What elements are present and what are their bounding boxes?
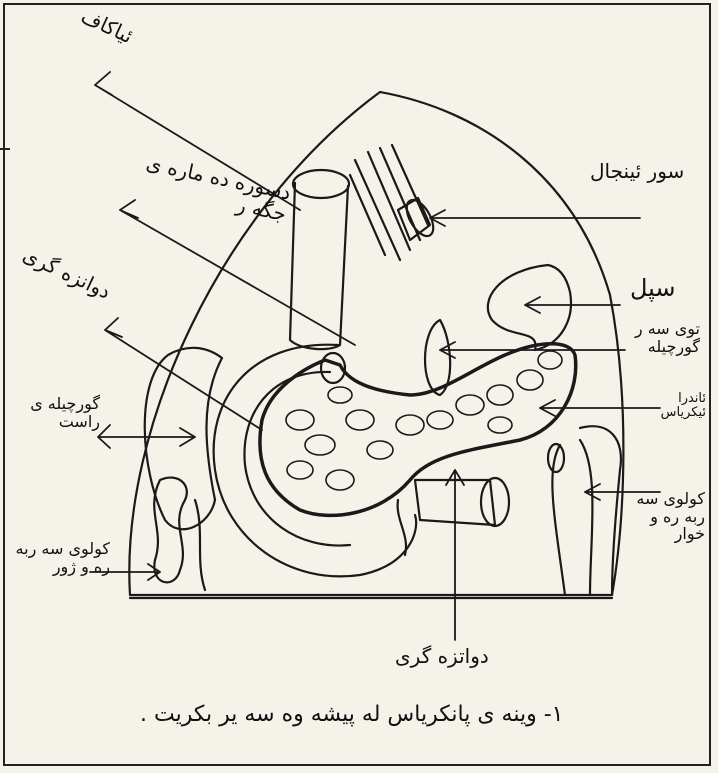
- aorta-opening: [293, 170, 349, 198]
- figure-caption: ۱- وینه ی پانکریاس له پیشه وه سه یر بکری…: [140, 703, 563, 727]
- label-kidney-top: توی سه ر گورچیله: [620, 320, 700, 355]
- label-colon-left: کولوی سه ربه ره و خوار: [615, 490, 705, 543]
- pointer-duodenum-mouth: [120, 200, 355, 345]
- label-jejunum: دواتزه گری: [395, 645, 489, 667]
- pointer-jejunum: [446, 470, 464, 640]
- diaphragm-hatch: [350, 145, 428, 260]
- label-adrenal: سور ئینجال: [590, 160, 684, 182]
- label-colon-right: کولوی سه ربه ره و ژور: [15, 540, 110, 575]
- label-pancreas-islets: ئاندرا ئیکریاس: [640, 392, 706, 421]
- colon-left: [552, 440, 592, 595]
- label-left-kidney: گورچیله ی راست: [20, 395, 100, 430]
- label-spleen: سپل: [630, 275, 676, 301]
- pointer-adrenal: [430, 210, 640, 226]
- pointer-duodenum: [105, 318, 262, 430]
- pointer-spleen: [525, 297, 620, 313]
